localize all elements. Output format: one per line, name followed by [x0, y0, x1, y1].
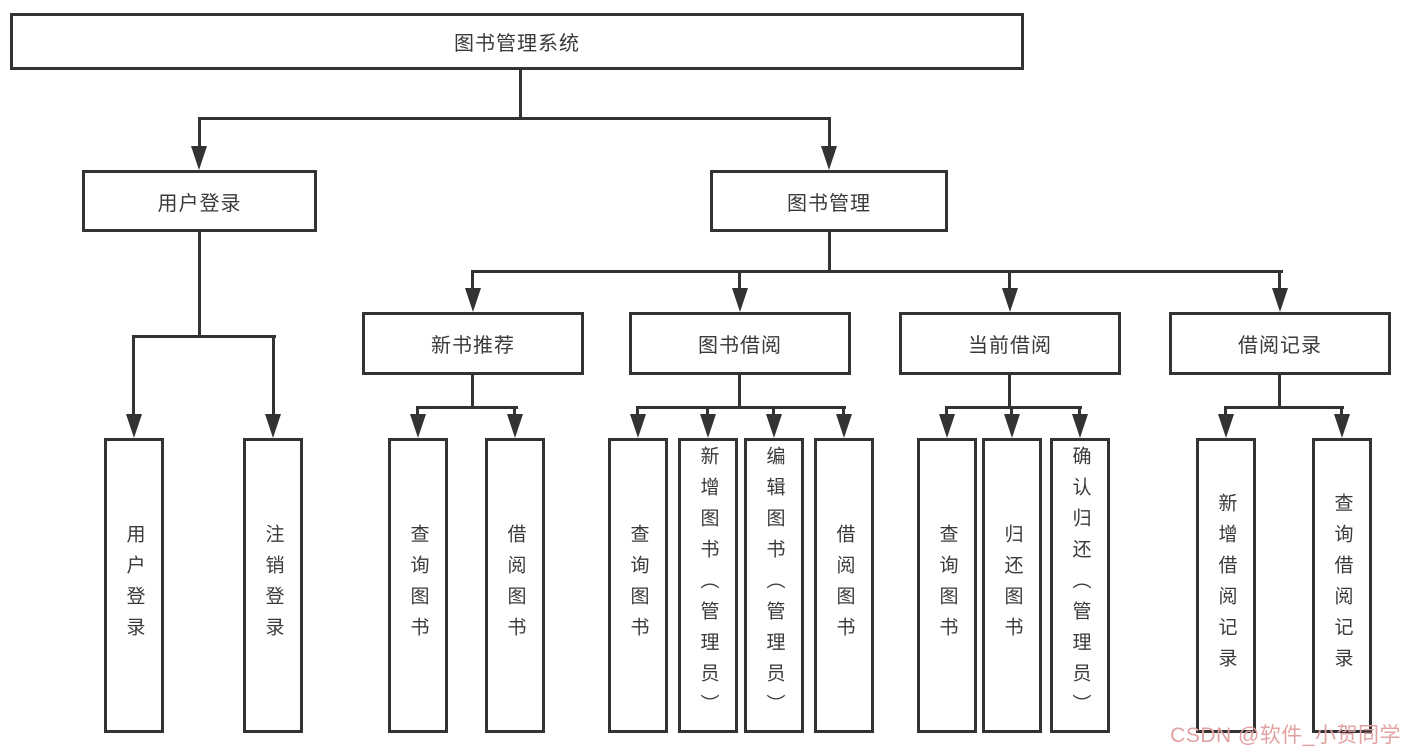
arrow-down-icon [507, 414, 523, 438]
connector-line [198, 117, 201, 150]
arrow-down-icon [1334, 414, 1350, 438]
node-label: 查询借阅记录 [1331, 492, 1353, 679]
leaf-add-borrow-record: 新增借阅记录 [1196, 438, 1256, 733]
connector-line [272, 335, 275, 417]
arrow-down-icon [126, 414, 142, 438]
arrow-down-icon [465, 288, 481, 312]
connector-line [1078, 406, 1081, 418]
connector-line [1224, 406, 1227, 418]
node-user-login: 用户登录 [82, 170, 317, 232]
leaf-borrow-books-recommend: 借阅图书 [485, 438, 545, 733]
connector-line [706, 406, 709, 418]
leaf-query-books-recommend: 查询图书 [388, 438, 448, 733]
node-borrowing-records: 借阅记录 [1169, 312, 1391, 375]
leaf-add-books-admin: 新增图书（管理员） [678, 438, 738, 733]
node-library-management-system: 图书管理系统 [10, 13, 1024, 70]
connector-line [772, 406, 775, 418]
node-label: 借阅记录 [1238, 335, 1322, 357]
leaf-query-borrow-record: 查询借阅记录 [1312, 438, 1372, 733]
node-label: 用户登录 [157, 192, 242, 215]
connector-line [471, 270, 474, 290]
arrow-down-icon [700, 414, 716, 438]
arrow-down-icon [1218, 414, 1234, 438]
node-label: 图书管理 [787, 192, 871, 215]
leaf-edit-books-admin: 编辑图书（管理员） [744, 438, 804, 733]
node-label: 编辑图书（管理员） [763, 446, 785, 725]
node-current-borrowing: 当前借阅 [899, 312, 1121, 375]
arrow-down-icon [1272, 288, 1288, 312]
node-label: 确认归还（管理员） [1069, 446, 1091, 725]
connector-line [828, 117, 831, 150]
node-label: 查询图书 [407, 523, 429, 648]
connector-line [1008, 375, 1011, 409]
arrow-down-icon [836, 414, 852, 438]
leaf-logout: 注销登录 [243, 438, 303, 733]
connector-line [198, 117, 831, 120]
node-new-book-recommendation: 新书推荐 [362, 312, 584, 375]
node-label: 借阅图书 [833, 523, 855, 648]
node-label: 当前借阅 [968, 335, 1052, 357]
arrow-down-icon [732, 288, 748, 312]
connector-line [513, 406, 516, 418]
leaf-return-books: 归还图书 [982, 438, 1042, 733]
connector-line [471, 375, 474, 409]
leaf-user-login: 用户登录 [104, 438, 164, 733]
node-label: 借阅图书 [504, 523, 526, 648]
arrow-down-icon [630, 414, 646, 438]
connector-line [842, 406, 845, 418]
node-label: 图书借阅 [698, 335, 782, 357]
node-label: 归还图书 [1001, 523, 1023, 648]
node-label: 新书推荐 [431, 335, 515, 357]
connector-line [1224, 406, 1344, 409]
node-label: 用户登录 [123, 523, 145, 648]
connector-line [416, 406, 419, 418]
arrow-down-icon [939, 414, 955, 438]
node-label: 新增图书（管理员） [697, 446, 719, 725]
node-label: 注销登录 [262, 523, 284, 648]
node-label: 查询图书 [936, 523, 958, 648]
arrow-down-icon [191, 146, 207, 170]
leaf-confirm-return-admin: 确认归还（管理员） [1050, 438, 1110, 733]
arrow-down-icon [1004, 414, 1020, 438]
connector-line [198, 232, 201, 338]
connector-line [945, 406, 1082, 409]
arrow-down-icon [766, 414, 782, 438]
leaf-borrow-books-borrowing: 借阅图书 [814, 438, 874, 733]
node-book-management: 图书管理 [710, 170, 948, 232]
connector-line [471, 270, 1283, 273]
connector-line [945, 406, 948, 418]
connector-line [132, 335, 135, 417]
connector-line [738, 270, 741, 290]
node-label: 查询图书 [627, 523, 649, 648]
leaf-query-books-borrowing: 查询图书 [608, 438, 668, 733]
node-label: 图书管理系统 [454, 33, 580, 55]
connector-line [1008, 270, 1011, 290]
connector-line [828, 232, 831, 273]
connector-line [519, 70, 522, 118]
arrow-down-icon [265, 414, 281, 438]
connector-line [636, 406, 639, 418]
node-label: 新增借阅记录 [1215, 492, 1237, 679]
connector-line [738, 375, 741, 409]
connector-line [1278, 375, 1281, 409]
arrow-down-icon [1072, 414, 1088, 438]
connector-line [1010, 406, 1013, 418]
connector-line [132, 335, 276, 338]
arrow-down-icon [821, 146, 837, 170]
connector-line [416, 406, 518, 409]
leaf-query-books-current: 查询图书 [917, 438, 977, 733]
arrow-down-icon [1002, 288, 1018, 312]
csdn-watermark: CSDN @软件_小贺同学 [1170, 724, 1401, 747]
connector-line [1340, 406, 1343, 418]
arrow-down-icon [410, 414, 426, 438]
connector-line [636, 406, 846, 409]
connector-line [1278, 270, 1281, 290]
node-book-borrowing: 图书借阅 [629, 312, 851, 375]
